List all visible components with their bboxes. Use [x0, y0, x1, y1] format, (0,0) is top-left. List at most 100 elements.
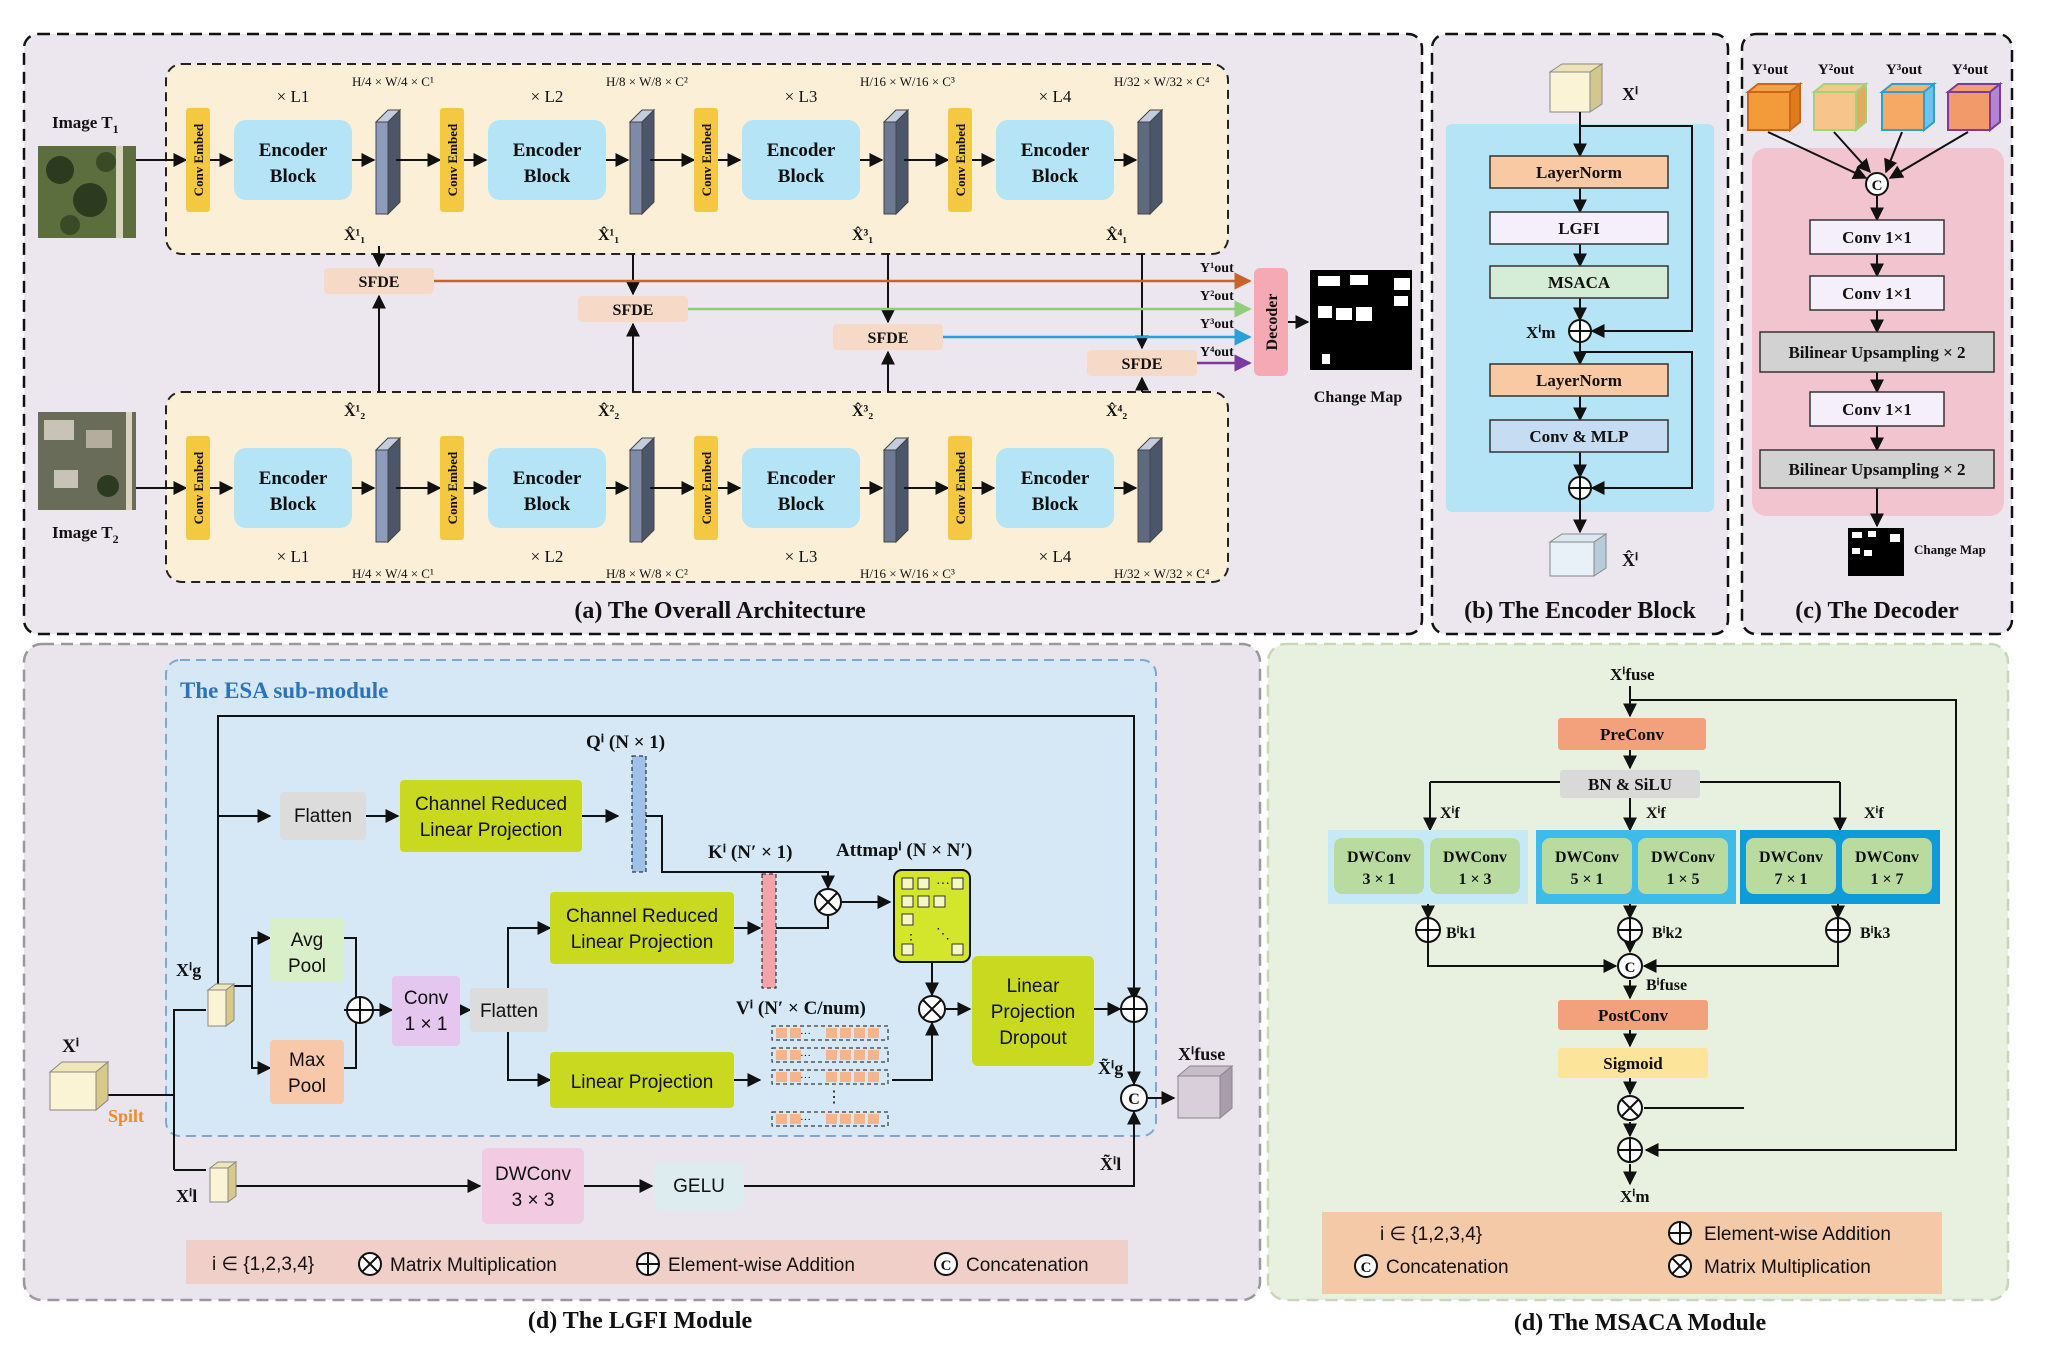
svg-text:Matrix Multiplication: Matrix Multiplication — [1704, 1257, 1871, 1278]
sfde-3: SFDE — [833, 324, 943, 350]
svg-text:1 × 7: 1 × 7 — [1870, 871, 1903, 888]
svg-text:⋱: ⋱ — [936, 927, 950, 942]
svg-text:DWConv: DWConv — [495, 1164, 572, 1185]
repeat-label: × L1 — [277, 87, 310, 106]
svg-text:Encoder: Encoder — [513, 140, 582, 161]
msaca-xfuse-label: Xⁱfuse — [1610, 665, 1655, 684]
svg-text:PostConv: PostConv — [1598, 1006, 1668, 1025]
lgfi-legend: i ∈ {1,2,3,4} Matrix Multiplication Elem… — [186, 1240, 1128, 1284]
svg-text:···: ··· — [936, 877, 950, 892]
q-label: Qⁱ (N × 1) — [586, 732, 665, 753]
x-hat-label: X̂⁴₂ — [1106, 402, 1127, 420]
postconv-box: PostConv — [1558, 1000, 1708, 1030]
svg-text:MSACA: MSACA — [1548, 273, 1611, 292]
image-t2-label: Image T2 — [52, 523, 119, 546]
svg-text:Block: Block — [270, 494, 317, 515]
bk2-label: Bⁱk2 — [1652, 925, 1682, 942]
svg-text:Dropout: Dropout — [999, 1028, 1067, 1049]
svg-text:1 × 1: 1 × 1 — [405, 1014, 448, 1035]
decoder-y-label: Y⁴out — [1952, 62, 1988, 78]
xg-cube — [206, 983, 236, 1027]
repeat-label: × L2 — [531, 547, 564, 566]
svg-text:Encoder: Encoder — [259, 468, 328, 489]
lgfi-xi-label: Xⁱ — [62, 1036, 79, 1057]
bn-silu-box: BN & SiLU — [1560, 770, 1700, 798]
y3-label: Y³out — [1200, 317, 1234, 332]
gelu-box: GELU — [654, 1162, 744, 1210]
svg-text:1 × 3: 1 × 3 — [1458, 871, 1491, 888]
conv-embed-3: Conv Embed — [694, 108, 718, 212]
panel-b: Xⁱ LayerNorm LGFI MSACA — [1430, 32, 1730, 636]
svg-text:i ∈ {1,2,3,4}: i ∈ {1,2,3,4} — [1380, 1224, 1482, 1245]
sfde-1: SFDE — [324, 268, 434, 294]
dims-label: H/4 × W/4 × C¹ — [352, 74, 434, 89]
crlp-2: Channel Reduced Linear Projection — [550, 892, 734, 964]
svg-text:Encoder: Encoder — [767, 140, 836, 161]
x-hat-label: X̂¹₁ — [344, 226, 365, 244]
lgfi-box: LGFI — [1489, 211, 1669, 245]
dwconv-3x3: DWConv 3 × 3 — [482, 1148, 584, 1224]
sfde-2: SFDE — [578, 296, 688, 322]
mult-qk — [814, 888, 842, 916]
sfde-connectors — [372, 254, 1149, 392]
conv-1x1: Conv 1 × 1 — [392, 976, 460, 1046]
change-map-image — [1310, 270, 1412, 370]
feature-map-1 — [374, 436, 402, 544]
repeat-label: × L1 — [277, 547, 310, 566]
svg-text:Conv Embed: Conv Embed — [953, 123, 968, 196]
dec-conv-2: Conv 1×1 — [1809, 275, 1945, 311]
decoder-y-label: Y¹out — [1752, 62, 1788, 78]
add-node-1 — [1568, 319, 1592, 343]
svg-text:5 × 1: 5 × 1 — [1570, 871, 1603, 888]
xf-label-2: Xⁱf — [1646, 805, 1666, 822]
linear-projection: Linear Projection — [550, 1052, 734, 1108]
svg-text:Sigmoid: Sigmoid — [1603, 1054, 1663, 1073]
branch-add-nodes — [1415, 917, 1851, 943]
dims-label: H/8 × W/8 × C² — [606, 566, 688, 581]
max-pool: Max Pool — [270, 1040, 344, 1104]
conv-embed-2: Conv Embed — [440, 436, 464, 540]
svg-text:LGFI: LGFI — [1558, 219, 1600, 238]
flatten-1: Flatten — [280, 792, 366, 840]
msaca-legend: i ∈ {1,2,3,4} Element-wise Addition C Co… — [1322, 1212, 1942, 1294]
svg-text:Conv Embed: Conv Embed — [953, 451, 968, 524]
svg-text:Bilinear Upsampling × 2: Bilinear Upsampling × 2 — [1788, 343, 1965, 362]
image-t1-label: Image T1 — [52, 113, 119, 136]
xl-tilde-label: X̃ⁱl — [1100, 1154, 1121, 1174]
svg-text:Concatenation: Concatenation — [1386, 1257, 1509, 1278]
svg-text:SFDE: SFDE — [359, 274, 400, 291]
svg-text:C: C — [1872, 178, 1883, 194]
svg-text:Conv Embed: Conv Embed — [445, 123, 460, 196]
svg-text:LayerNorm: LayerNorm — [1536, 371, 1622, 390]
svg-text:Encoder: Encoder — [513, 468, 582, 489]
svg-text:C: C — [941, 1258, 952, 1274]
repeat-label: × L4 — [1039, 547, 1072, 566]
input-cube — [1548, 63, 1604, 113]
svg-text:1 × 5: 1 × 5 — [1666, 871, 1699, 888]
crlp-1: Channel Reduced Linear Projection — [400, 780, 582, 852]
svg-text:Encoder: Encoder — [1021, 468, 1090, 489]
svg-text:Block: Block — [270, 166, 317, 187]
dec-change-map-image — [1848, 528, 1904, 576]
v-matrix: ············⋮ — [771, 1025, 889, 1127]
dec-conv-3: Conv 1×1 — [1809, 391, 1945, 427]
v-label: Vⁱ (N′ × C/num) — [736, 998, 866, 1019]
xm-label: Xⁱm — [1526, 323, 1555, 342]
layernorm-1: LayerNorm — [1489, 155, 1669, 189]
repeat-label: × L4 — [1039, 87, 1072, 106]
dims-label: H/4 × W/4 × C¹ — [352, 566, 434, 581]
svg-text:Bilinear Upsampling × 2: Bilinear Upsampling × 2 — [1788, 460, 1965, 479]
svg-text:PreConv: PreConv — [1600, 725, 1664, 744]
svg-text:DWConv: DWConv — [1555, 849, 1619, 866]
panel-lgfi: The ESA sub-module — [22, 642, 1262, 1334]
